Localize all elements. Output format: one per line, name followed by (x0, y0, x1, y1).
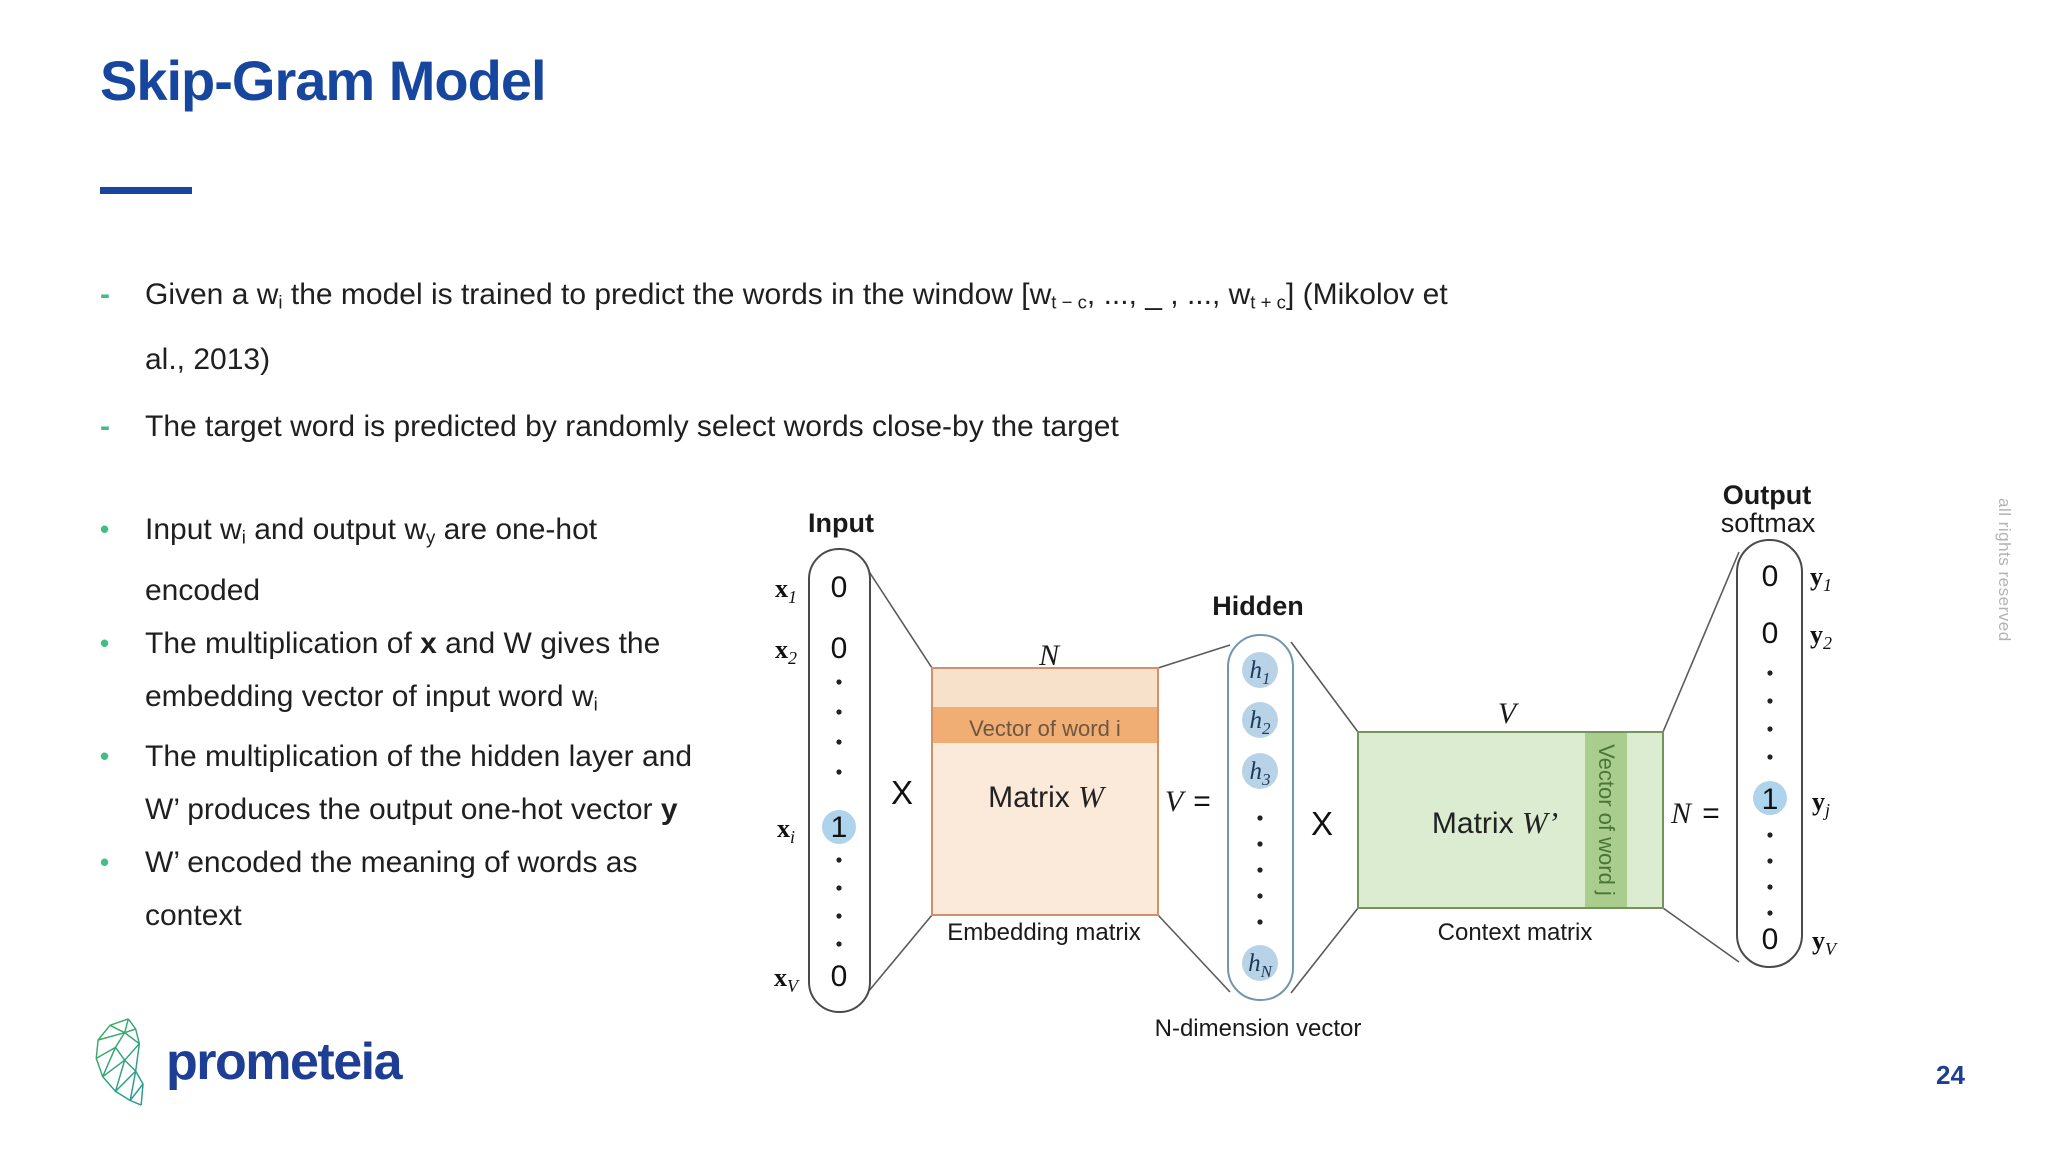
list-item: • W’ encoded the meaning of words as con… (100, 836, 725, 942)
ellipsis-dots (836, 679, 842, 947)
ellipsis-dots (1767, 670, 1773, 916)
equals-operator: = (1702, 797, 1720, 830)
hidden-node (1242, 945, 1278, 981)
connector-line (1290, 907, 1359, 994)
output-row-label: yV (1812, 926, 1838, 959)
list-item: • The multiplication of the hidden layer… (100, 730, 725, 836)
one-hot-highlight (1753, 781, 1787, 815)
softmax-label: softmax (1721, 508, 1816, 538)
context-matrix: Vector of word j Matrix W’ V Context mat… (1357, 697, 1664, 946)
bullet-text: The target word is predicted by randomly… (145, 409, 1119, 443)
hidden-node-label: h3 (1250, 758, 1271, 789)
dot-bullet-icon: • (100, 741, 110, 772)
bullet-text: W’ encoded the meaning of words as conte… (145, 846, 638, 933)
input-value: 0 (831, 960, 848, 993)
title-underline (100, 187, 192, 194)
hidden-node-label: hN (1248, 950, 1274, 981)
vector-of-word-i-band (933, 707, 1157, 743)
rights-watermark: all rights reserved (1995, 498, 2014, 642)
output-value: 0 (1762, 923, 1779, 956)
dot-bullet-icon: • (100, 847, 110, 878)
output-value: 0 (1762, 560, 1779, 593)
matrix-w-label: Matrix W (988, 779, 1107, 814)
bullet-text: The multiplication of x and W gives the … (145, 626, 661, 715)
context-matrix-caption: Context matrix (1438, 919, 1593, 946)
dash-bullet-icon: - (100, 409, 110, 443)
hidden-label: Hidden (1212, 591, 1304, 621)
ellipsis-dots (1257, 815, 1263, 925)
page-title: Skip-Gram Model (100, 49, 547, 112)
input-row-label: xV (774, 963, 800, 996)
output-value: 0 (1762, 617, 1779, 650)
embedding-top-strip (933, 669, 1157, 707)
output-label: Output (1723, 480, 1811, 510)
connector-line (1157, 914, 1231, 993)
embedding-matrix: Vector of word i Matrix W N Embedding ma… (931, 639, 1159, 946)
prometeia-logo-icon (95, 1018, 144, 1106)
matrix-w-prime-label: Matrix W’ (1432, 805, 1558, 840)
hidden-node-label: h1 (1250, 657, 1271, 688)
times-operator: X (891, 774, 913, 811)
connector-line (1662, 551, 1740, 733)
list-item: - The target word is predicted by random… (100, 398, 1480, 455)
vector-of-word-i-label: Vector of word i (969, 716, 1121, 741)
input-value: 0 (831, 571, 848, 604)
detail-bullet-list: • Input wi and output wy are one-hot enc… (100, 503, 725, 942)
prometeia-wordmark: prometeia (166, 1033, 403, 1091)
hidden-node (1242, 753, 1278, 789)
input-value: 0 (831, 632, 848, 665)
vector-of-word-j-band (1585, 733, 1627, 907)
connector-line (867, 569, 933, 669)
dot-bullet-icon: • (100, 514, 110, 544)
embedding-matrix-caption: Embedding matrix (947, 919, 1140, 946)
connector-line (1290, 641, 1359, 733)
input-row-label: x1 (775, 574, 797, 607)
connector-line (867, 914, 933, 993)
connector-line (1662, 907, 1740, 963)
page-number: 24 (1936, 1060, 1965, 1090)
vector-of-word-j-label: Vector of word j (1594, 744, 1619, 896)
skipgram-architecture-diagram: Input x1 x2 xi xV 0 0 1 0 X Vector of wo… (774, 480, 1838, 1042)
output-value: 1 (1762, 783, 1779, 816)
hidden-node (1242, 702, 1278, 738)
dim-v-label: V (1165, 785, 1187, 818)
bullet-text: The multiplication of the hidden layer a… (145, 740, 693, 827)
output-vector-pill (1736, 539, 1803, 968)
input-row-label: x2 (775, 635, 797, 668)
hidden-vector-caption: N-dimension vector (1155, 1015, 1362, 1042)
output-row-label: y1 (1810, 562, 1832, 595)
dim-n-label: N (1038, 639, 1061, 672)
output-row-label: yj (1812, 787, 1830, 820)
input-vector-pill (808, 548, 871, 1013)
input-label: Input (808, 508, 874, 538)
dash-bullet-icon: - (100, 278, 110, 311)
list-item: • Input wi and output wy are one-hot enc… (100, 503, 725, 617)
bullet-text: Input wi and output wy are one-hot encod… (145, 513, 598, 607)
connector-line (1157, 644, 1231, 669)
bullet-text: Given a wi the model is trained to predi… (145, 278, 1448, 376)
hidden-node-label: h2 (1250, 707, 1272, 738)
equals-operator: = (1193, 785, 1211, 818)
list-item: • The multiplication of x and W gives th… (100, 617, 725, 731)
dot-bullet-icon: • (100, 627, 110, 658)
times-operator: X (1311, 805, 1333, 842)
list-item: - Given a wi the model is trained to pre… (100, 266, 1480, 388)
one-hot-highlight (822, 810, 856, 844)
dim-n-label: N (1670, 797, 1693, 830)
dim-v-label: V (1498, 697, 1520, 730)
input-row-label: xi (777, 814, 795, 847)
prometeia-logo: prometeia (88, 1012, 403, 1112)
input-value: 1 (831, 811, 848, 844)
intro-bullet-list: - Given a wi the model is trained to pre… (100, 266, 1480, 465)
output-row-label: y2 (1810, 620, 1832, 653)
hidden-node (1242, 652, 1278, 688)
